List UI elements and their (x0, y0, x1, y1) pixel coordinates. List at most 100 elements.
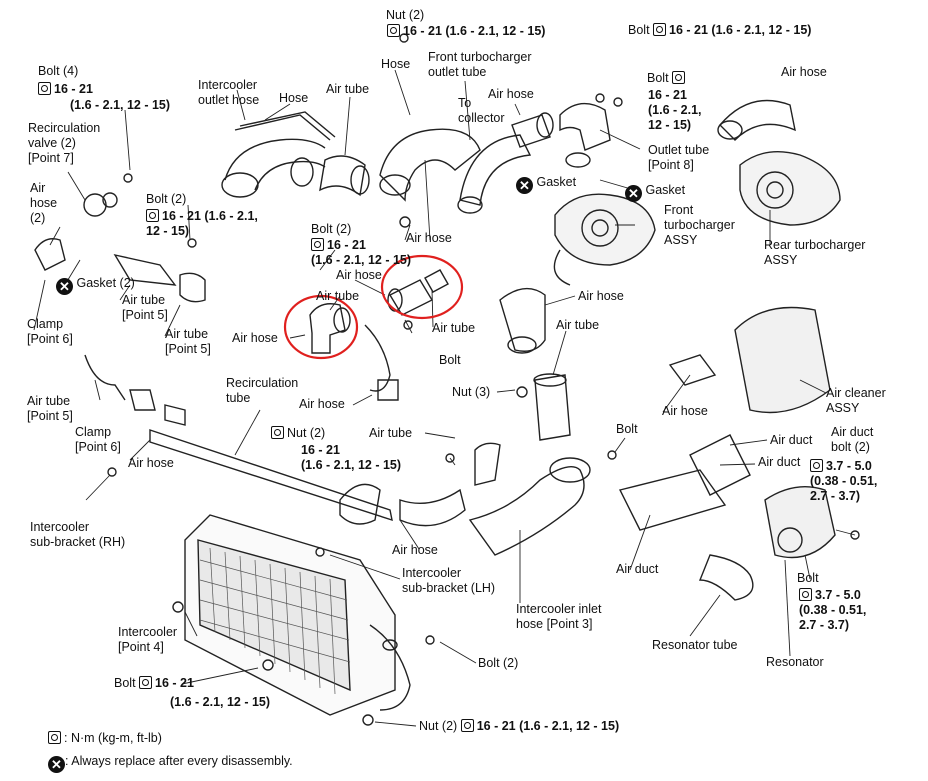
label-gasket-1: ✕ Gasket (516, 175, 576, 194)
air-hose-small-shape (511, 114, 551, 148)
spec-text: 16 - 21 (1.6 - 2.1, 12 - 15) (476, 719, 620, 733)
torque-icon (799, 588, 812, 601)
replace-icon: ✕ (56, 278, 73, 295)
rear-turbocharger-shape (717, 99, 841, 226)
label-to-collector: To collector (458, 96, 505, 125)
gasket-text: Gasket (2) (76, 276, 135, 290)
torque-icon (48, 731, 61, 744)
spec-text: 3.7 - 5.0 (0.38 - 0.51, 2.7 - 3.7) (810, 459, 878, 503)
recirculation-valve-shape (83, 192, 118, 217)
label-nut3: Nut (3) (452, 385, 491, 399)
label-bolt2-a-spec: 16 - 21 (1.6 - 2.1, 12 - 15) (146, 209, 258, 239)
spec-text: 3.7 - 5.0 (0.38 - 0.51, 2.7 - 3.7) (799, 588, 867, 632)
nut-text: Nut (2) (287, 426, 326, 440)
air-duct-upper-shape (689, 434, 751, 496)
spec-text: 16 - 21 (155, 676, 194, 690)
highlight-circle-right (380, 254, 464, 320)
label-air-hose-6: Air hose (232, 331, 278, 345)
torque-icon (672, 71, 686, 84)
torque-icon (38, 82, 51, 95)
intercooler-outlet-hose-shape (221, 111, 336, 198)
spec-text: 16 - 21 (54, 82, 93, 96)
label-air-hose-3: Air hose (406, 231, 452, 245)
spec-text: 16 - 21 (1.6 - 2.1, 12 - 15) (669, 23, 812, 37)
torque-icon (810, 459, 823, 472)
air-hose-right-shape (668, 354, 717, 386)
label-bolt2-a: Bolt (2) (146, 192, 186, 207)
label-bolt-top-right: Bolt 16 - 21 (1.6 - 2.1, 12 - 15) (628, 23, 811, 38)
air-hose-mid-right-shape (499, 287, 546, 352)
air-hose-bottom-center-shape (339, 483, 381, 525)
label-air-hose-9: Air hose (128, 456, 174, 470)
label-resonator: Resonator (766, 655, 824, 669)
label-nut2-bottom: Nut (2) 16 - 21 (1.6 - 2.1, 12 - 15) (419, 719, 619, 734)
label-nut2-top: Nut (2) (386, 8, 425, 22)
label-recirc-tube: Recirculation tube (226, 376, 299, 405)
bolt-text: Bolt (647, 71, 669, 85)
air-tube-left-shape (113, 253, 177, 286)
label-clamp-p6-b: Clamp [Point 6] (75, 425, 121, 454)
resonator-shape (764, 485, 836, 559)
label-recirc-valve: Recirculation valve (2) [Point 7] (28, 121, 101, 165)
label-air-cleaner: Air cleaner ASSY (826, 386, 886, 415)
legend-replace: ✕: Always replace after every disassembl… (48, 754, 293, 773)
label-gasket2: ✕ Gasket (2) (56, 276, 135, 295)
label-bolt-res: Bolt (797, 571, 819, 585)
label-front-turbo-assy: Front turbocharger ASSY (664, 203, 735, 247)
label-bolt4-spec2: (1.6 - 2.1, 12 - 15) (70, 98, 171, 112)
label-air-hose-7: Air hose (299, 397, 345, 411)
air-hose-left-shape (34, 238, 66, 271)
label-hose-2: Hose (381, 57, 411, 71)
torque-icon (387, 24, 400, 37)
label-intercooler-lh: Intercooler sub-bracket (LH) (402, 566, 496, 595)
highlight-circle-left (283, 294, 359, 360)
label-air-tube-4: Air tube (556, 318, 600, 332)
label-air-hose-8: Air hose (662, 404, 708, 418)
air-tube-mid-right-shape (534, 374, 571, 441)
air-cleaner-shape (734, 306, 831, 414)
intercooler-inlet-hose-shape (468, 466, 585, 556)
red-highlight-circles (283, 254, 464, 360)
label-air-duct-bolt: Air duct bolt (2) (831, 425, 874, 454)
label-bolt-bottom: Bolt 16 - 21 (114, 676, 194, 691)
replace-icon: ✕ (48, 756, 65, 773)
label-bolt-small: Bolt (439, 353, 461, 367)
label-bolt4: Bolt (4) (38, 64, 79, 78)
legend-torque-text: N·m (kg-m, ft-lb) (70, 731, 162, 745)
label-intercooler-p4: Intercooler [Point 4] (118, 625, 178, 654)
label-air-tube-p5-b: Air tube [Point 5] (165, 327, 211, 356)
label-outlet-tube-p8: Outlet tube [Point 8] (648, 143, 710, 172)
air-tube-p5-shape (84, 354, 126, 401)
label-bolt-bottom-spec2: (1.6 - 2.1, 12 - 15) (170, 695, 271, 709)
replace-icon: ✕ (625, 185, 642, 202)
nut-text: Nut (2) (419, 719, 458, 733)
label-air-tube-2: Air tube (316, 289, 360, 303)
air-hose-center-top-shape (379, 128, 481, 202)
label-air-hose-2: Air hose (781, 65, 827, 79)
torque-icon (653, 23, 667, 36)
intercooler-core (184, 514, 411, 716)
label-air-tube-1: Air tube (326, 82, 370, 96)
torque-icon (146, 209, 159, 222)
label-resonator-tube: Resonator tube (652, 638, 738, 652)
label-rear-turbo-assy: Rear turbocharger ASSY (764, 238, 866, 267)
label-intercooler-inlet: Intercooler inlet hose [Point 3] (516, 602, 602, 631)
label-air-hose-4: Air hose (336, 268, 382, 282)
label-bolt-right: Bolt (616, 422, 638, 436)
label-intercooler-outlet-hose: Intercooler outlet hose (198, 78, 260, 107)
label-air-tube-5: Air tube (369, 426, 413, 440)
label-air-hose-left: Air hose (2) (30, 181, 58, 225)
label-air-hose-10: Air hose (392, 543, 438, 557)
label-nut2-top-spec: 16 - 21 (1.6 - 2.1, 12 - 15) (387, 24, 545, 39)
bolt-text: Bolt (114, 676, 136, 690)
legend-replace-text: Always replace after every disassembly. (71, 754, 293, 768)
label-bolt-res-spec: 3.7 - 5.0 (0.38 - 0.51, 2.7 - 3.7) (799, 588, 866, 633)
spec-text: 16 - 21 (1.6 - 2.1, 12 - 15) (146, 209, 258, 238)
label-air-tube-p5-a: Air tube [Point 5] (122, 293, 168, 322)
highlighted-air-hose-left (309, 303, 351, 354)
air-tube-top-shape (319, 155, 370, 197)
label-air-duct-3: Air duct (616, 562, 659, 576)
label-front-turbo-outlet: Front turbocharger outlet tube (428, 50, 532, 79)
label-nut2-mid: Nut (2) (271, 426, 325, 441)
label-bolt2-b-spec: 16 - 21 (1.6 - 2.1, 12 - 15) (311, 238, 411, 268)
